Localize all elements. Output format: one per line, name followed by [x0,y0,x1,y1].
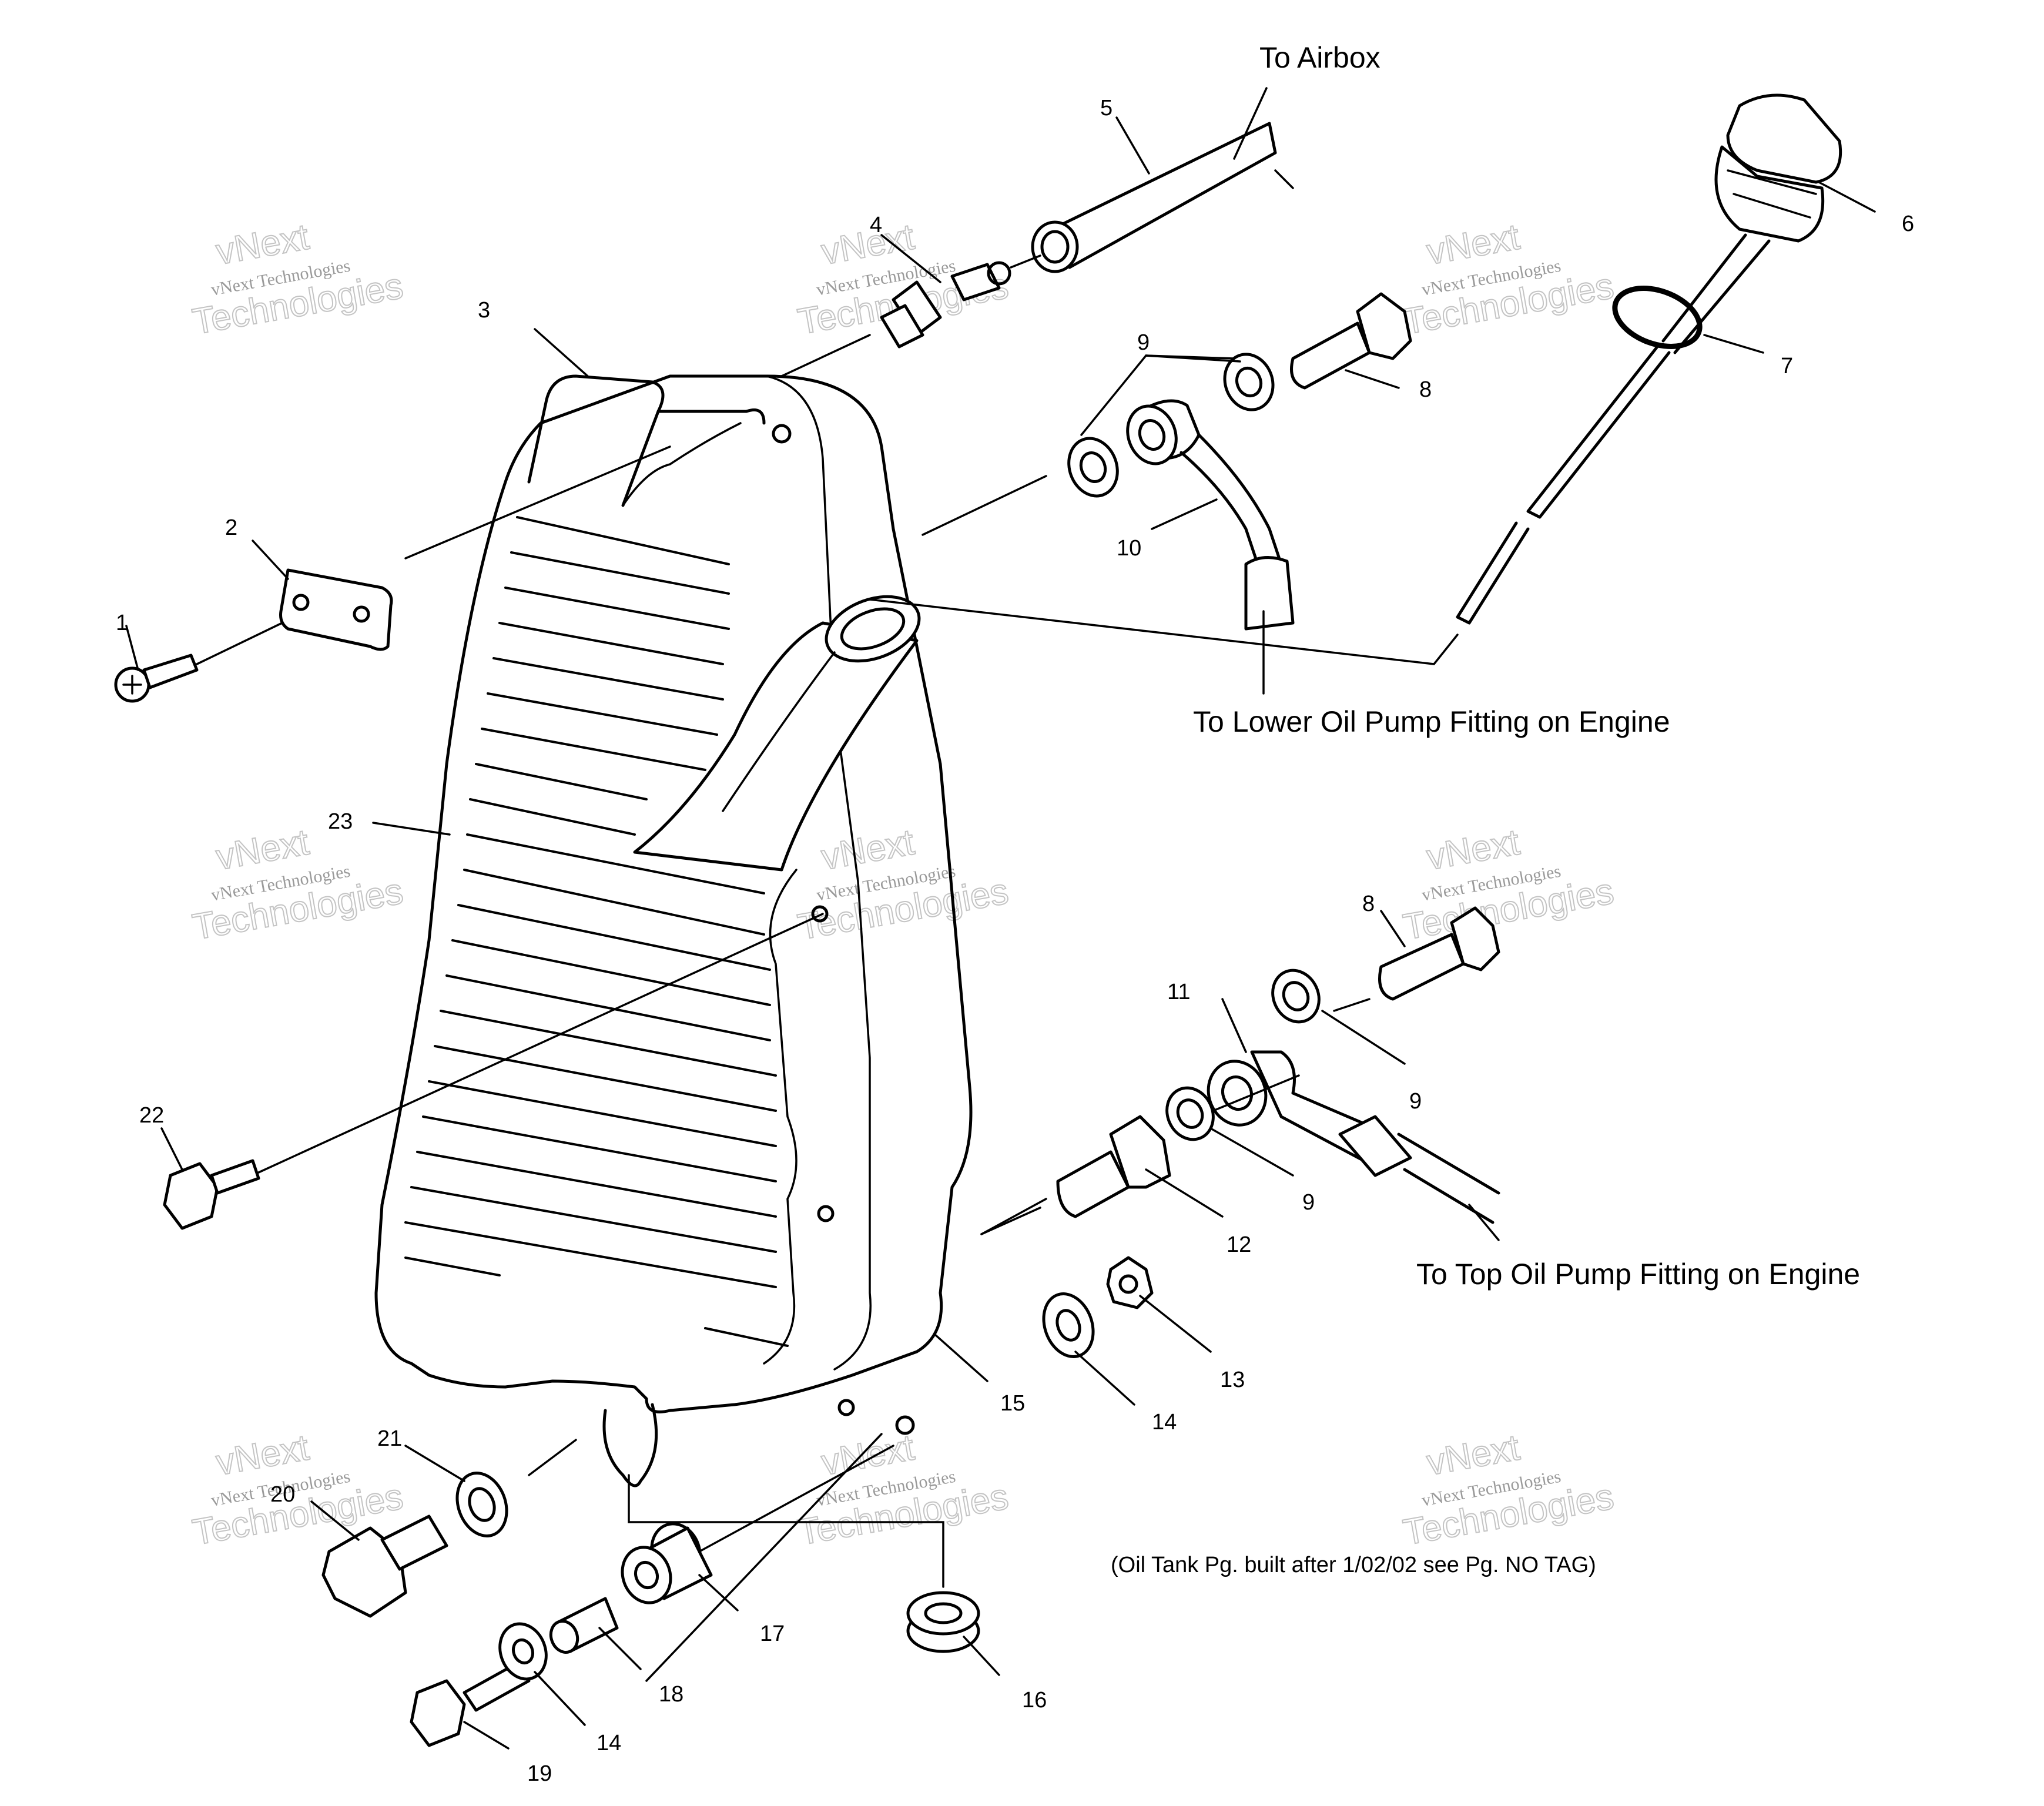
part-label-23: 23 [328,809,353,834]
dipstick-rod [1456,345,1671,625]
part-label-8-upper: 8 [1419,377,1432,402]
part-label-7: 7 [1781,354,1793,378]
part-label-21: 21 [377,1426,402,1451]
svg-text:vNext: vNext [819,217,917,273]
part-label-14-lower: 14 [597,1731,621,1755]
watermark: vNext vNext Technologies Technologies [795,1427,1012,1554]
part-label-1: 1 [116,611,128,635]
part-label-17: 17 [760,1621,785,1646]
sleeve [549,1597,619,1654]
callout-top-oil-pump: To Top Oil Pump Fitting on Engine [1416,1258,1860,1291]
part-label-6: 6 [1902,212,1914,236]
part-number-labels: 1 2 3 4 5 6 7 8 8 9 9 9 10 11 12 13 14 1… [116,96,1914,1786]
lower-banjo-fitting [1198,1050,1500,1224]
part-label-10: 10 [1117,536,1141,561]
watermark: vNext vNext Technologies Technologies [1400,216,1617,343]
svg-text:vNext: vNext [1424,1428,1523,1483]
mounting-bracket [279,568,393,651]
watermark: vNext vNext Technologies Technologies [189,216,407,343]
svg-text:vNext: vNext [819,1428,917,1483]
page-note: (Oil Tank Pg. built after 1/02/02 see Pg… [1111,1553,1596,1577]
lower-banjo-bolt [1333,906,1500,1012]
watermark: vNext vNext Technologies Technologies [1400,1427,1617,1554]
watermark: vNext vNext Technologies Technologies [795,822,1012,949]
part-label-19: 19 [527,1761,552,1786]
part-label-9-upper: 9 [1137,330,1150,355]
breather-hose [1010,122,1294,273]
tank-washer-upper [1042,1292,1095,1358]
dipstick-o-ring [1612,286,1703,349]
part-label-3: 3 [478,298,490,323]
part-label-11: 11 [1167,980,1190,1004]
mounting-screw [114,622,283,703]
lower-washer-b [1165,1086,1215,1141]
part-label-12: 12 [1227,1232,1251,1257]
svg-text:vNext: vNext [1424,217,1523,273]
side-bolt [163,913,824,1230]
watermark: vNext vNext Technologies Technologies [1400,822,1617,949]
svg-text:vNext: vNext [1424,822,1523,878]
oil-tank-body [374,374,973,1487]
callout-labels: To Airbox To Lower Oil Pump Fitting on E… [1111,41,1860,1577]
vent-fitting [780,261,1011,377]
spacer-bushing [621,1522,713,1604]
svg-text:vNext: vNext [213,822,312,878]
svg-text:vNext: vNext [213,217,312,273]
upper-banjo-bolt [1290,292,1412,390]
drain-bolt [321,1515,448,1618]
leader-lines [125,87,1876,1750]
drain-washer [455,1472,508,1537]
part-label-9-lower: 9 [1302,1190,1315,1215]
dipstick-cap [1661,93,1842,354]
part-label-5: 5 [1100,96,1113,120]
tank-outlet-fitting [980,1115,1171,1235]
part-label-8-lower: 8 [1362,892,1375,916]
part-label-16: 16 [1022,1688,1047,1713]
part-label-18: 18 [659,1682,683,1707]
part-label-20: 20 [270,1482,295,1507]
watermark-group: vNext vNext Technologies Technologies vN… [189,216,1617,1554]
lower-bolt [410,1661,531,1747]
part-label-4: 4 [870,213,882,237]
assembly-lines [404,445,1459,1682]
part-label-13: 13 [1220,1368,1245,1392]
lower-washer-a [1271,969,1321,1024]
grommet [906,1591,980,1653]
part-label-15: 15 [1000,1391,1025,1416]
watermark: vNext vNext Technologies Technologies [189,822,407,949]
upper-banjo-fitting [922,353,1295,631]
callout-lower-oil-pump: To Lower Oil Pump Fitting on Engine [1193,705,1670,738]
part-label-14-upper: 14 [1152,1410,1177,1435]
part-label-2: 2 [225,515,237,540]
tank-washer-lower [498,1622,548,1681]
callout-to-airbox: To Airbox [1259,41,1380,74]
part-label-9-right: 9 [1409,1089,1422,1114]
part-label-22: 22 [139,1103,164,1128]
svg-text:vNext: vNext [213,1428,312,1483]
svg-text:vNext: vNext [819,822,917,878]
